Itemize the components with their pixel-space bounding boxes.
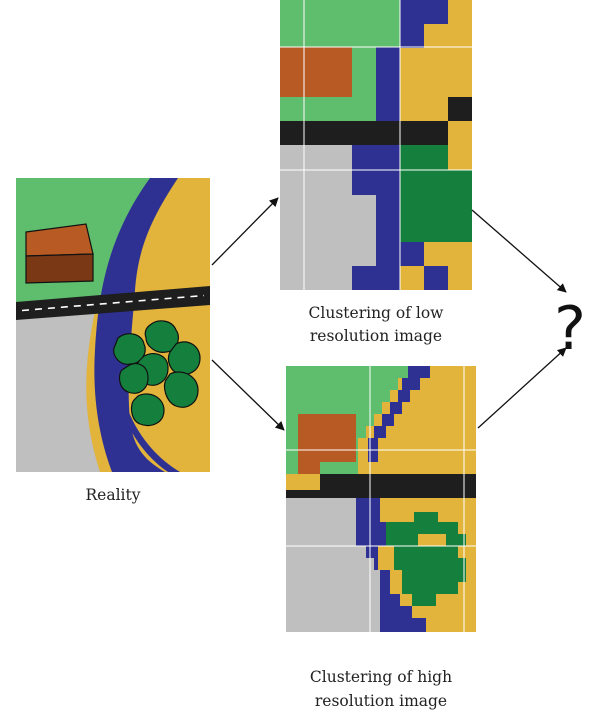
low-grass [280, 97, 304, 121]
low-concrete [280, 145, 352, 290]
caption-low-line1: Clustering of low [309, 304, 445, 322]
low-trees [400, 170, 472, 242]
low-road [448, 97, 472, 121]
caption-low-line2: resolution image [310, 327, 442, 345]
arrow-reality-to-high [211, 359, 285, 431]
river [94, 178, 178, 472]
low-trees [400, 145, 448, 170]
low-river [424, 266, 448, 290]
tree-cluster [113, 320, 201, 427]
tree [130, 393, 165, 427]
river-branch [126, 410, 180, 472]
arrow-reality-to-low [211, 197, 279, 266]
low-river [400, 24, 424, 48]
low-res-panel [280, 0, 472, 290]
house-wall [25, 253, 94, 284]
low-river [352, 266, 400, 290]
caption-reality: Reality [86, 486, 141, 504]
arrow-low-to-question [471, 209, 567, 293]
high-road [286, 474, 476, 498]
arrow-high-to-question [477, 347, 567, 429]
low-river [352, 145, 400, 170]
tree [118, 363, 149, 394]
high-res-panel [286, 366, 476, 632]
low-river [376, 195, 400, 266]
road-marking [21, 294, 205, 312]
low-river [376, 47, 400, 121]
low-concrete [352, 195, 376, 266]
low-grass [280, 0, 400, 47]
low-road [280, 121, 472, 145]
high-sand [418, 534, 446, 546]
caption-high-line2: resolution image [315, 692, 447, 710]
tree [163, 371, 199, 408]
arrows [211, 197, 567, 431]
low-river [352, 170, 400, 195]
low-river [400, 0, 448, 24]
concrete-area [16, 311, 100, 472]
high-river [356, 498, 426, 632]
low-river [400, 242, 424, 266]
question-mark: ? [554, 294, 586, 364]
high-river [368, 366, 430, 462]
reality-panel [16, 178, 210, 472]
low-sand [448, 121, 472, 145]
tree [167, 341, 201, 375]
high-concrete [286, 498, 380, 632]
caption-high-line1: Clustering of high [310, 668, 452, 686]
tree [144, 320, 179, 353]
high-roof [298, 414, 356, 474]
low-roof [280, 47, 352, 97]
